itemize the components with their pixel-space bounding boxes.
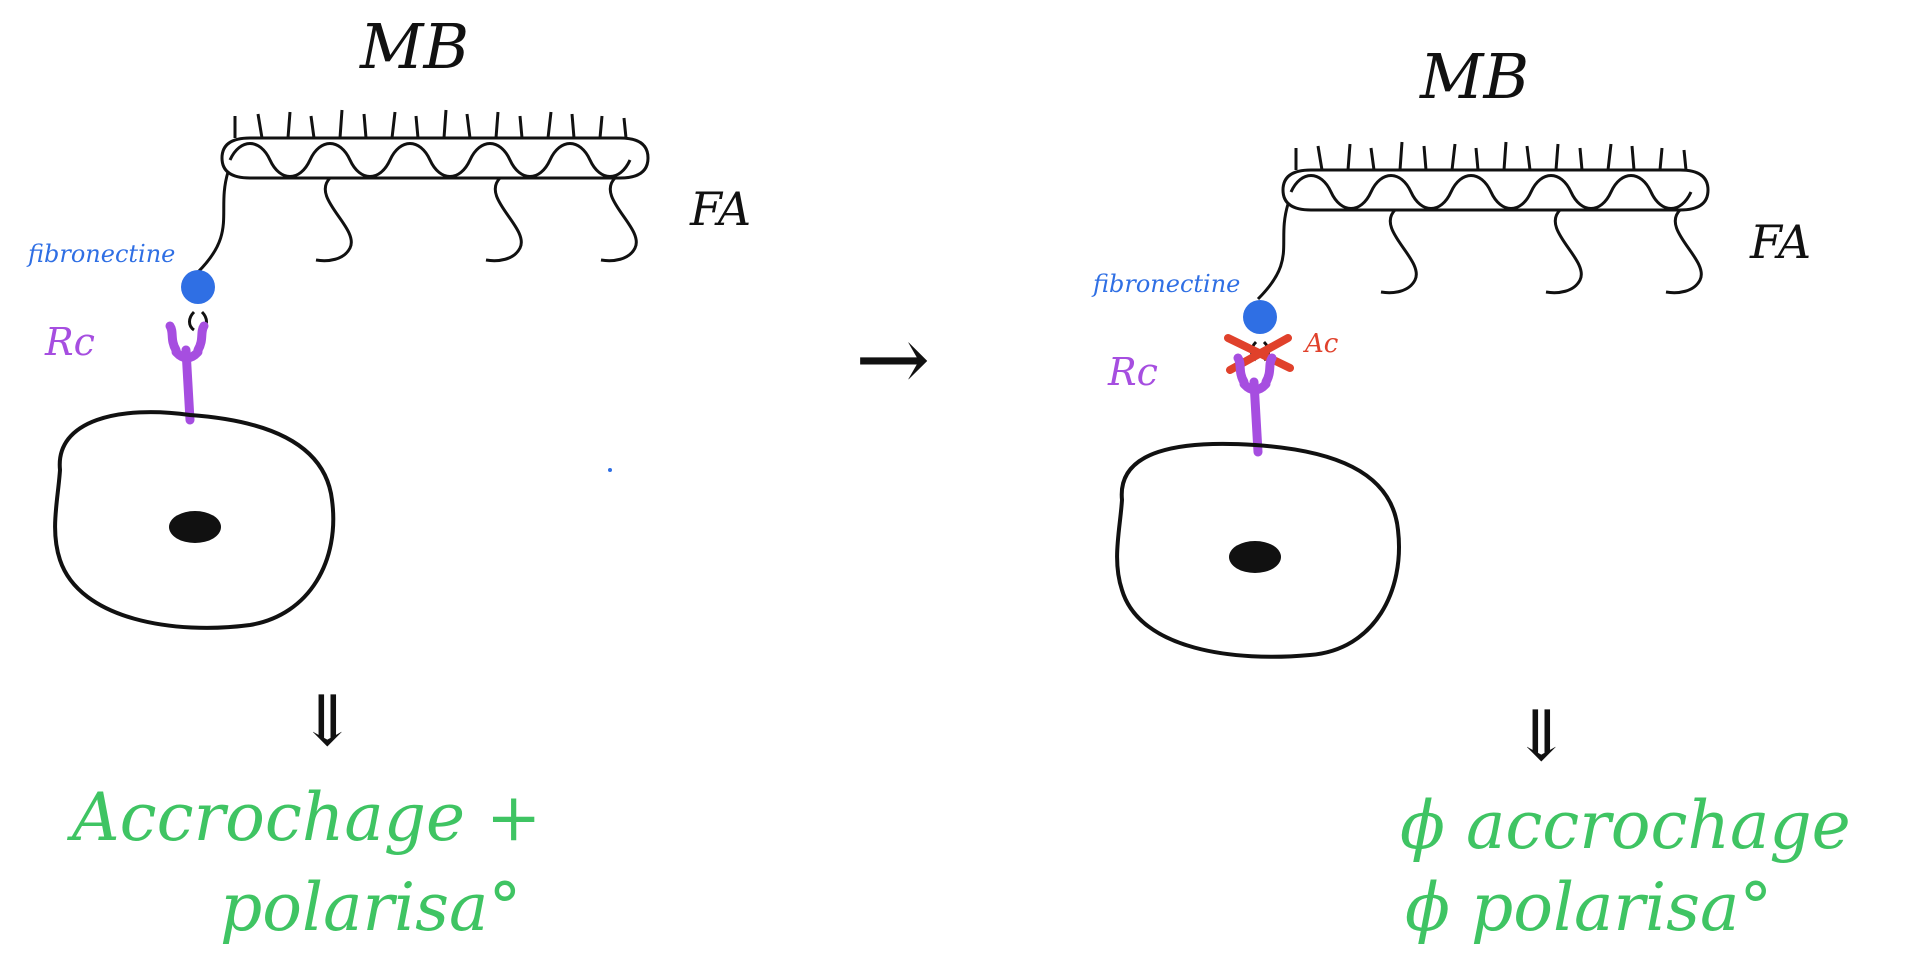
right-cell — [1115, 441, 1401, 659]
stray-dot — [608, 468, 612, 472]
right-result-line2: ϕ polarisa° — [1405, 869, 1772, 946]
left-fibronectin-dot — [181, 270, 215, 304]
right-cell-nucleus — [1229, 541, 1281, 573]
right-receptor-label: Rc — [1107, 350, 1158, 394]
left-basement-membrane — [196, 109, 650, 274]
left-cell — [53, 410, 336, 630]
antibody-label: Ac — [1303, 329, 1339, 359]
right-basement-membrane — [1256, 141, 1710, 301]
right-fibronectin-label: fibronectine — [1091, 270, 1240, 298]
left-fibronectin-label: fibronectine — [26, 240, 175, 268]
right-result-arrow: ⇓ — [1512, 695, 1571, 777]
left-cell-nucleus — [169, 511, 221, 543]
left-panel: MB FA fibronectine Rc ⇓ Accrochage — [26, 10, 751, 946]
right-fibers-label: FA — [1749, 215, 1811, 269]
left-result-line1: Accrochage + — [66, 779, 541, 856]
left-receptor-label: Rc — [44, 320, 95, 364]
left-fibers-label: FA — [689, 182, 751, 236]
right-panel: MB FA fibronectine Ac Rc ⇓ — [1091, 40, 1851, 946]
right-result-line1: ϕ accrochage — [1400, 787, 1851, 864]
transition-arrow: → — [855, 307, 930, 412]
left-membrane-label: MB — [359, 10, 469, 83]
left-receptor — [165, 321, 209, 425]
left-result-arrow: ⇓ — [298, 680, 357, 762]
right-fibronectin-dot — [1243, 300, 1277, 334]
right-membrane-label: MB — [1419, 40, 1529, 113]
right-receptor — [1233, 353, 1277, 457]
left-result-line2: polarisa° — [220, 869, 521, 946]
